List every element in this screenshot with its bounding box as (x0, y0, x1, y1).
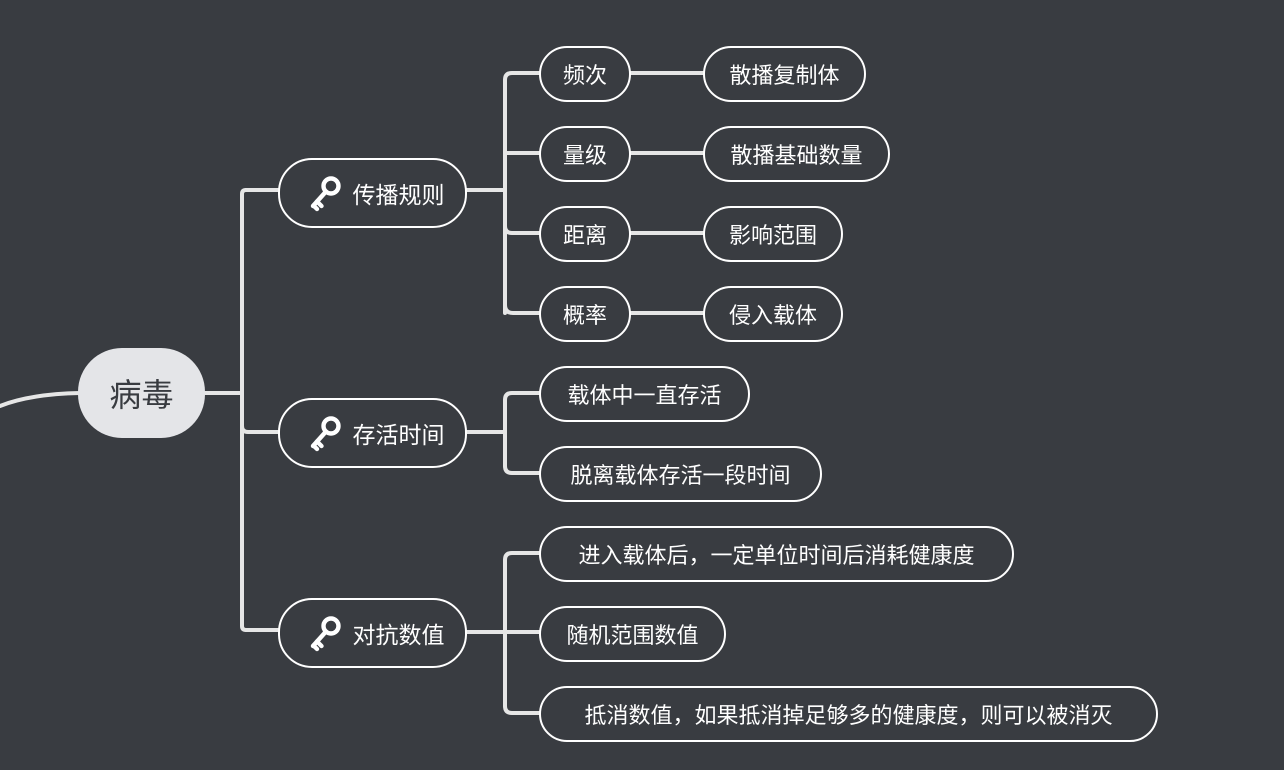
b1-child-4[interactable]: 概率 (539, 286, 631, 342)
b1-grandchild-2-label: 散播基础数量 (730, 144, 863, 169)
b3-child-3-label: 抵消数值，如果抵消掉足够多的健康度，则可以被消灭 (584, 704, 1113, 729)
branch-node-1-label: 传播规则 (352, 183, 445, 209)
b1-grandchild-4-label: 侵入载体 (728, 304, 817, 329)
key-icon (305, 613, 345, 653)
b1-grandchild-2[interactable]: 散播基础数量 (703, 126, 890, 182)
b1-child-1-label: 频次 (562, 64, 607, 89)
link-b1-c1 (503, 303, 542, 315)
key-icon (305, 173, 345, 213)
root-node-label: 病毒 (109, 376, 174, 414)
b1-grandchild-4[interactable]: 侵入载体 (703, 286, 843, 342)
branch-node-3-label: 对抗数值 (352, 623, 445, 649)
b1-child-3-label: 距离 (562, 224, 607, 249)
b2-child-2[interactable]: 脱离载体存活一段时间 (539, 446, 822, 502)
link-b3-c3 (503, 704, 542, 715)
b1-child-3[interactable]: 距离 (539, 206, 631, 262)
root-incoming-link (0, 391, 82, 408)
b1-child-1[interactable]: 频次 (539, 46, 631, 102)
b1-grandchild-1-label: 散播复制体 (729, 64, 840, 89)
root-spine-link (240, 188, 248, 632)
branch-node-2[interactable]: 存活时间 (278, 398, 467, 468)
link-branch-2 (240, 424, 281, 434)
b1-grandchild-3[interactable]: 影响范围 (703, 206, 843, 262)
b1-child-4-label: 概率 (562, 304, 607, 329)
root-node[interactable]: 病毒 (78, 348, 205, 438)
b2-child-1[interactable]: 载体中一直存活 (539, 366, 750, 422)
b3-child-2[interactable]: 随机范围数值 (539, 606, 726, 662)
b1-grandchild-1[interactable]: 散播复制体 (703, 46, 866, 102)
branch-1-spine (503, 71, 542, 315)
b2-child-1-label: 载体中一直存活 (567, 384, 722, 409)
link-b2-c2 (503, 464, 542, 475)
branch-node-3[interactable]: 对抗数值 (278, 598, 467, 668)
branch-2-spine (503, 391, 542, 468)
b1-grandchild-3-label: 影响范围 (728, 224, 817, 249)
branch-node-1[interactable]: 传播规则 (278, 158, 467, 228)
key-icon (305, 413, 345, 453)
b3-child-3[interactable]: 抵消数值，如果抵消掉足够多的健康度，则可以被消灭 (539, 686, 1158, 742)
b3-child-2-label: 随机范围数值 (566, 624, 699, 649)
b2-child-2-label: 脱离载体存活一段时间 (570, 464, 791, 489)
b3-child-1[interactable]: 进入载体后，一定单位时间后消耗健康度 (539, 526, 1014, 582)
branch-3-spine (503, 551, 542, 708)
b3-child-1-label: 进入载体后，一定单位时间后消耗健康度 (578, 544, 975, 569)
link-b1-c3 (503, 224, 542, 235)
b1-child-2-label: 量级 (562, 144, 607, 169)
b1-child-2[interactable]: 量级 (539, 126, 631, 182)
branch-node-2-label: 存活时间 (352, 423, 445, 449)
